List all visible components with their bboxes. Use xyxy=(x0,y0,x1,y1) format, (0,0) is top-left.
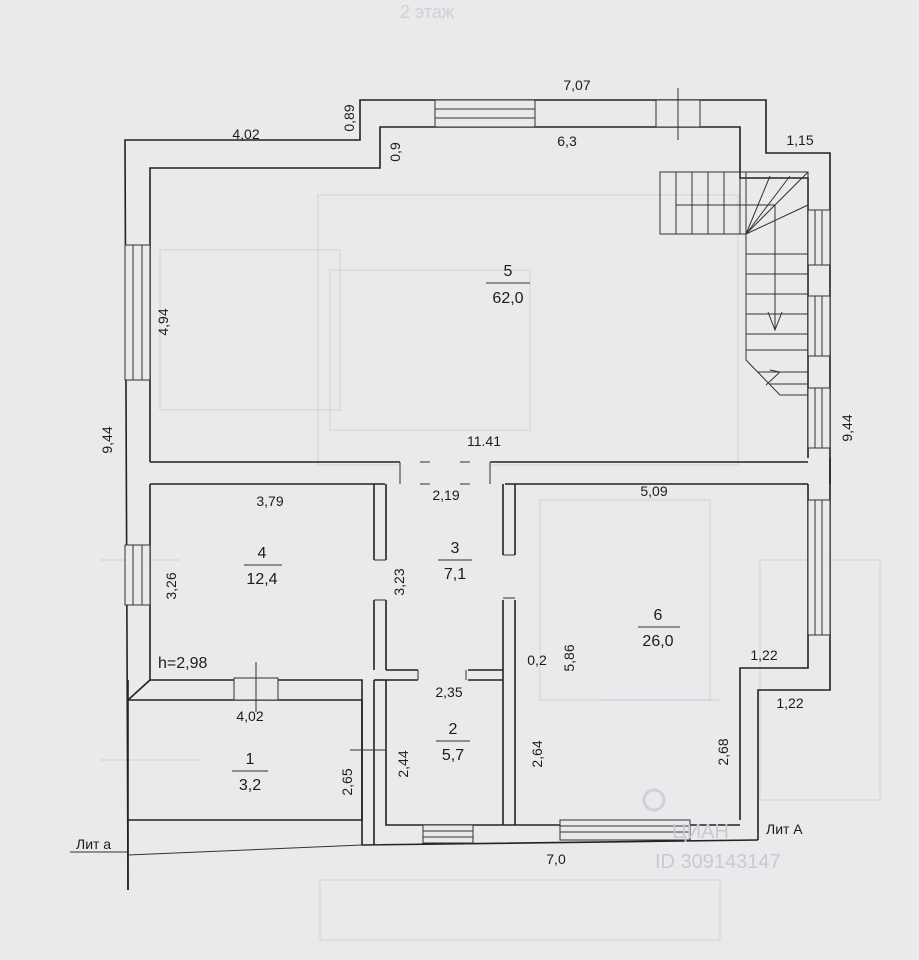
lit-small-label: Лит а xyxy=(76,836,111,852)
room-area: 7,1 xyxy=(444,566,466,583)
dim-room1-width: 4,02 xyxy=(236,708,263,724)
dim-corridor-height: 2,64 xyxy=(529,740,545,767)
room-number: 5 xyxy=(504,263,513,280)
room-area: 26,0 xyxy=(642,633,673,650)
room-area: 3,2 xyxy=(239,777,261,794)
room-number: 1 xyxy=(246,751,255,768)
dim-room3-height: 3,23 xyxy=(391,568,407,595)
dim-top-total: 7,07 xyxy=(563,77,590,93)
dim-room2-height: 2,44 xyxy=(395,750,411,777)
dim-left-total: 9,44 xyxy=(99,426,115,453)
dim-room2-width: 2,35 xyxy=(435,684,462,700)
ceiling-height: h=2,98 xyxy=(158,655,207,672)
window-right-room6 xyxy=(807,499,831,636)
dim-divider-width: 11.41 xyxy=(467,433,501,449)
window-left-lower xyxy=(124,544,151,606)
watermark-brand: ЦИАН xyxy=(672,821,729,843)
room-6-label: 6 26,0 xyxy=(638,607,680,650)
dim-right-total: 9,44 xyxy=(839,414,855,441)
dim-room4-height: 3,26 xyxy=(163,572,179,599)
room-5-label: 5 62,0 xyxy=(486,263,530,307)
room-number: 3 xyxy=(451,540,460,557)
window-left-upper xyxy=(124,244,151,381)
dim-right-step-top: 1,15 xyxy=(786,132,813,148)
dim-step-09: 0,9 xyxy=(387,142,403,162)
dim-step-089: 0,89 xyxy=(341,104,357,131)
window-room4-bottom xyxy=(233,662,279,712)
dim-right-step-2: 1,22 xyxy=(776,695,803,711)
room-3-label: 3 7,1 xyxy=(438,540,472,583)
room-4-label: 4 12,4 xyxy=(244,545,282,588)
dim-room5-left-height: 4,94 xyxy=(155,308,171,335)
dim-bottom-total: 7,0 xyxy=(546,851,566,867)
room-area: 12,4 xyxy=(246,571,277,588)
room-number: 6 xyxy=(654,607,663,624)
dim-room6-width: 5,09 xyxy=(640,483,667,499)
dim-wall-02: 0,2 xyxy=(527,652,547,668)
window-bottom-2 xyxy=(559,819,691,841)
room-labels: 5 62,0 4 12,4 3 7,1 6 26,0 2 5,7 1 3,2 xyxy=(158,263,680,794)
watermark: ЦИАН ID 309143147 xyxy=(642,788,781,873)
window-right-1 xyxy=(807,209,831,266)
top-faint-label: 2 этаж xyxy=(400,2,454,22)
dim-left-top: 4,02 xyxy=(232,126,259,142)
windows xyxy=(124,88,831,844)
window-right-3 xyxy=(807,387,831,449)
room-area: 5,7 xyxy=(442,747,464,764)
dim-room1-height: 2,65 xyxy=(339,768,355,795)
dim-room4-width: 3,79 xyxy=(256,493,283,509)
window-top-small xyxy=(655,88,701,140)
room-area: 62,0 xyxy=(492,290,523,307)
lit-big-label: Лит А xyxy=(766,821,803,837)
window-top xyxy=(434,99,536,128)
dim-door-width: 2,19 xyxy=(432,487,459,503)
lit-markers: Лит а Лит А xyxy=(70,821,803,853)
dimension-labels: 7,07 4,02 0,89 0,9 6,3 1,15 4,94 9,44 9,… xyxy=(99,77,855,867)
window-right-2 xyxy=(807,295,831,357)
dim-inner-top: 6,3 xyxy=(557,133,577,149)
dim-room6-height: 5,86 xyxy=(561,644,577,671)
dim-right-lower-height: 2,68 xyxy=(715,738,731,765)
room-number: 2 xyxy=(449,721,458,738)
window-bottom-1 xyxy=(422,824,474,844)
watermark-id: ID 309143147 xyxy=(655,851,781,873)
room-number: 4 xyxy=(258,545,267,562)
room-1-label: 1 3,2 xyxy=(232,751,268,794)
room-2-label: 2 5,7 xyxy=(436,721,470,764)
outer-walls xyxy=(124,99,831,891)
staircase xyxy=(659,171,809,396)
dim-right-step-1: 1,22 xyxy=(750,647,777,663)
